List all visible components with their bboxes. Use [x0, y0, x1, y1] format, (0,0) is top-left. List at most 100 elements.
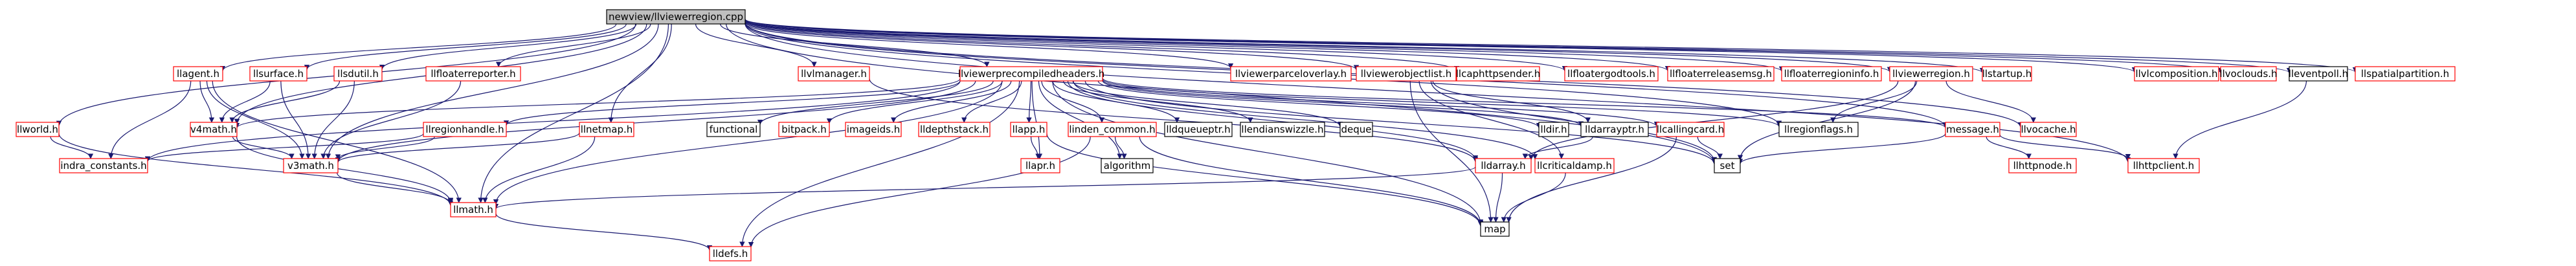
node-llfloatergodtools[interactable]: llfloatergodtools.h — [1564, 66, 1659, 82]
edge-lldarray-to-llmath — [493, 166, 1476, 210]
node-label-llfloaterregioninfo: llfloaterregioninfo.h — [1784, 68, 1879, 80]
node-label-llstartup: llstartup.h — [1982, 68, 2032, 80]
node-indraconstants[interactable]: indra_constants.h — [59, 158, 148, 173]
edge-llviewerobjectlist-to-set — [1430, 80, 1718, 163]
node-box-set — [1714, 158, 1741, 173]
node-box-llendianswizzle — [1240, 122, 1325, 137]
node-lleventpoll[interactable]: lleventpoll.h — [2289, 66, 2348, 82]
node-box-v3math — [283, 158, 339, 173]
edge-root-to-lleventpoll — [745, 19, 2292, 74]
node-label-llvocache: llvocache.h — [2021, 124, 2076, 135]
node-label-llworld: llworld.h — [17, 124, 58, 135]
node-box-llviewerobjectlist — [1356, 66, 1457, 82]
node-llmath[interactable]: llmath.h — [450, 202, 497, 217]
node-llnetmap[interactable]: llnetmap.h — [579, 122, 634, 137]
node-box-llviewerregion — [1889, 66, 1973, 82]
node-label-v4math: v4math.h — [190, 124, 237, 135]
node-llstartup[interactable]: llstartup.h — [1982, 66, 2032, 82]
edge-llviewerprecompiled-to-functional — [757, 80, 994, 126]
edge-llviewerprecompiled-to-v3math — [335, 80, 976, 163]
node-llvoclouds[interactable]: llvoclouds.h — [2219, 66, 2278, 82]
node-map[interactable]: map — [1480, 221, 1510, 237]
node-llfloaterreporter[interactable]: llfloaterreporter.h — [425, 66, 521, 82]
node-label-algorithm: algorithm — [1104, 160, 1150, 172]
node-box-lldefs — [709, 246, 752, 261]
node-bitpack[interactable]: bitpack.h — [778, 122, 830, 137]
node-lindencommon[interactable]: linden_common.h — [1068, 122, 1157, 137]
node-label-lldepthstack: lldepthstack.h — [920, 124, 989, 135]
node-box-lldir — [1538, 122, 1569, 137]
node-llviewerobjectlist[interactable]: llviewerobjectlist.h — [1356, 66, 1457, 82]
node-set[interactable]: set — [1714, 158, 1741, 173]
node-message[interactable]: message.h — [1945, 122, 2000, 137]
node-label-llviewerprecompiled: llviewerprecompiledheaders.h — [958, 68, 1104, 80]
node-llviewerparceloverlay[interactable]: llviewerparceloverlay.h — [1230, 66, 1352, 82]
node-lldefs[interactable]: lldefs.h — [709, 246, 752, 261]
edge-llagent-to-v3math — [206, 80, 305, 159]
node-llagent[interactable]: llagent.h — [173, 66, 223, 82]
edge-llviewerprecompiled-to-lldarray — [1067, 80, 1479, 161]
node-box-llspatialpartition — [2355, 66, 2456, 82]
node-functional[interactable]: functional — [706, 122, 761, 137]
node-llvlmanager[interactable]: llvlmanager.h — [798, 66, 870, 82]
edge-llregionhandle-to-indraconstants — [144, 133, 424, 162]
node-llsdutil[interactable]: llsdutil.h — [333, 66, 383, 82]
node-label-llapp: llapp.h — [1013, 124, 1046, 135]
edge-lldarray-to-map — [1493, 172, 1503, 223]
edge-root-to-llviewerparceloverlay — [745, 23, 1234, 69]
node-llhttpclient[interactable]: llhttpclient.h — [2127, 158, 2200, 173]
node-lldarray[interactable]: lldarray.h — [1475, 158, 1532, 173]
node-v3math[interactable]: v3math.h — [283, 158, 339, 173]
node-label-indraconstants: indra_constants.h — [60, 160, 146, 172]
node-llsurface[interactable]: llsurface.h — [249, 66, 308, 82]
edge-llviewerprecompiled-to-lldefs — [739, 80, 1020, 247]
node-llfloaterregioninfo[interactable]: llfloaterregioninfo.h — [1781, 66, 1882, 82]
node-label-llviewerobjectlist: llviewerobjectlist.h — [1361, 68, 1451, 80]
edge-message-to-set — [1737, 133, 1946, 164]
edge-llviewerprecompiled-to-llendianswizzle — [1063, 80, 1253, 123]
edge-layer — [50, 19, 2358, 251]
node-label-set: set — [1720, 160, 1735, 172]
node-box-v4math — [190, 122, 238, 137]
edge-llviewerprecompiled-to-llmath — [493, 80, 1003, 205]
edge-root-to-llfloatergodtools — [745, 21, 1567, 72]
node-box-imageids — [845, 122, 902, 137]
node-llregionflags[interactable]: llregionflags.h — [1778, 122, 1859, 137]
node-llcriticaldamp[interactable]: llcriticaldamp.h — [1534, 158, 1615, 173]
node-deque[interactable]: deque — [1339, 122, 1373, 137]
node-lldir[interactable]: lldir.h — [1538, 122, 1569, 137]
node-lldqueueptr[interactable]: lldqueueptr.h — [1164, 122, 1233, 137]
node-llcallingcard[interactable]: llcallingcard.h — [1656, 122, 1725, 137]
node-llhttpnode[interactable]: llhttpnode.h — [2008, 158, 2077, 173]
edge-lindencommon-to-map — [1139, 136, 1484, 227]
node-llapr[interactable]: llapr.h — [1020, 158, 1060, 173]
node-algorithm[interactable]: algorithm — [1101, 158, 1154, 173]
node-llvocache[interactable]: llvocache.h — [2020, 122, 2077, 137]
node-llviewerprecompiled[interactable]: llviewerprecompiledheaders.h — [958, 66, 1104, 82]
node-box-lldarray — [1475, 158, 1532, 173]
edge-llapp-to-llapr — [1030, 136, 1041, 159]
node-llspatialpartition[interactable]: llspatialpartition.h — [2355, 66, 2456, 82]
edge-root-to-llfloaterreleasemsg — [745, 20, 1670, 72]
node-llcaphttpsender[interactable]: llcaphttpsender.h — [1456, 66, 1540, 82]
edge-message-to-llhttpclient — [1999, 134, 2131, 160]
node-v4math[interactable]: v4math.h — [190, 122, 238, 137]
node-llregionhandle[interactable]: llregionhandle.h — [423, 122, 507, 137]
node-label-lindencommon: linden_common.h — [1069, 124, 1155, 136]
node-llvlcomposition[interactable]: llvlcomposition.h — [2134, 66, 2219, 82]
node-llapp[interactable]: llapp.h — [1010, 122, 1047, 137]
edge-llnetmap-to-v3math — [335, 132, 580, 163]
node-imageids[interactable]: imageids.h — [845, 122, 902, 137]
node-llworld[interactable]: llworld.h — [16, 122, 60, 137]
edge-llviewerprecompiled-to-llregionflags — [1102, 78, 1782, 127]
node-label-llsurface: llsurface.h — [253, 68, 304, 80]
node-llendianswizzle[interactable]: llendianswizzle.h — [1240, 122, 1325, 137]
node-lldepthstack[interactable]: lldepthstack.h — [918, 122, 991, 137]
edge-llviewerprecompiled-to-v4math — [234, 78, 961, 129]
edge-lindencommon-to-lldefs — [748, 136, 1091, 248]
node-llfloaterreleasemsg[interactable]: llfloaterreleasemsg.h — [1667, 66, 1775, 82]
node-llviewerregion[interactable]: llviewerregion.h — [1889, 66, 1973, 82]
edge-llapp-to-map — [1046, 133, 1484, 227]
node-lldarrayptr[interactable]: lldarrayptr.h — [1580, 122, 1649, 137]
